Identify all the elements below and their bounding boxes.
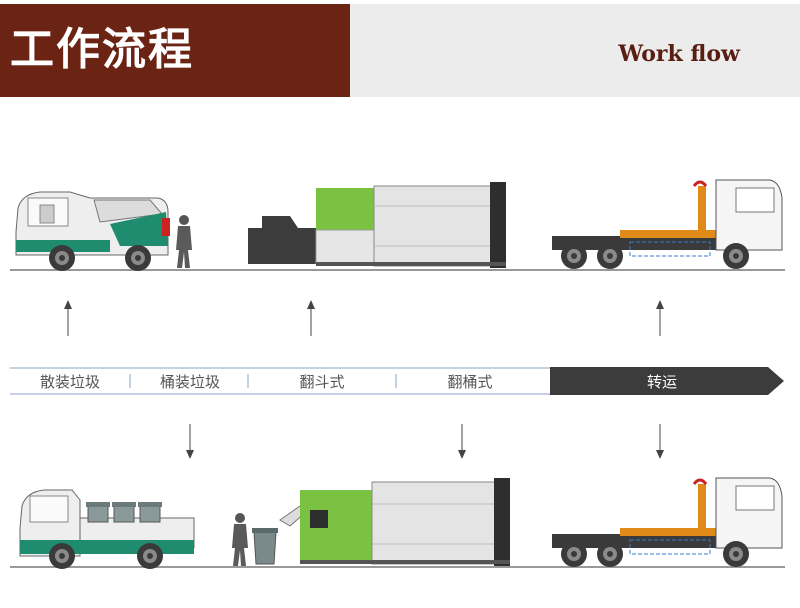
- hook-truck-top: [552, 179, 783, 269]
- step-label-bin: 桶装垃圾: [160, 373, 220, 391]
- subtitle-banner: Work flow: [350, 4, 800, 97]
- compactor-bottom: [279, 478, 510, 566]
- down-arrow-1: [186, 424, 194, 459]
- down-arrow-3: [656, 424, 664, 459]
- active-step-arrow: [550, 367, 784, 395]
- page-title: 工作流程: [10, 24, 194, 75]
- step-label-transfer: 转运: [647, 373, 677, 391]
- worker-icon-bottom: [232, 513, 248, 566]
- hook-truck-bottom: [552, 477, 783, 567]
- up-arrow-2: [307, 300, 315, 336]
- compactor-top: [248, 182, 506, 268]
- step-label-bin-lift: 翻桶式: [447, 373, 492, 391]
- step-label-bulk: 散装垃圾: [40, 373, 100, 391]
- worker-icon-top: [176, 215, 192, 268]
- down-arrow-2: [458, 424, 466, 459]
- small-cart-top: [15, 191, 170, 271]
- title-banner: 工作流程: [0, 4, 350, 97]
- wheelie-bin: [252, 528, 278, 565]
- up-arrow-1: [64, 300, 72, 336]
- up-arrow-3: [656, 300, 664, 336]
- bin-cart-bottom: [19, 489, 195, 569]
- step-label-tipping: 翻斗式: [299, 373, 344, 391]
- header: 工作流程 Work flow: [0, 0, 800, 97]
- step-bar: 散装垃圾 桶装垃圾 翻斗式 翻桶式 转运: [10, 367, 784, 395]
- page-subtitle: Work flow: [618, 41, 740, 67]
